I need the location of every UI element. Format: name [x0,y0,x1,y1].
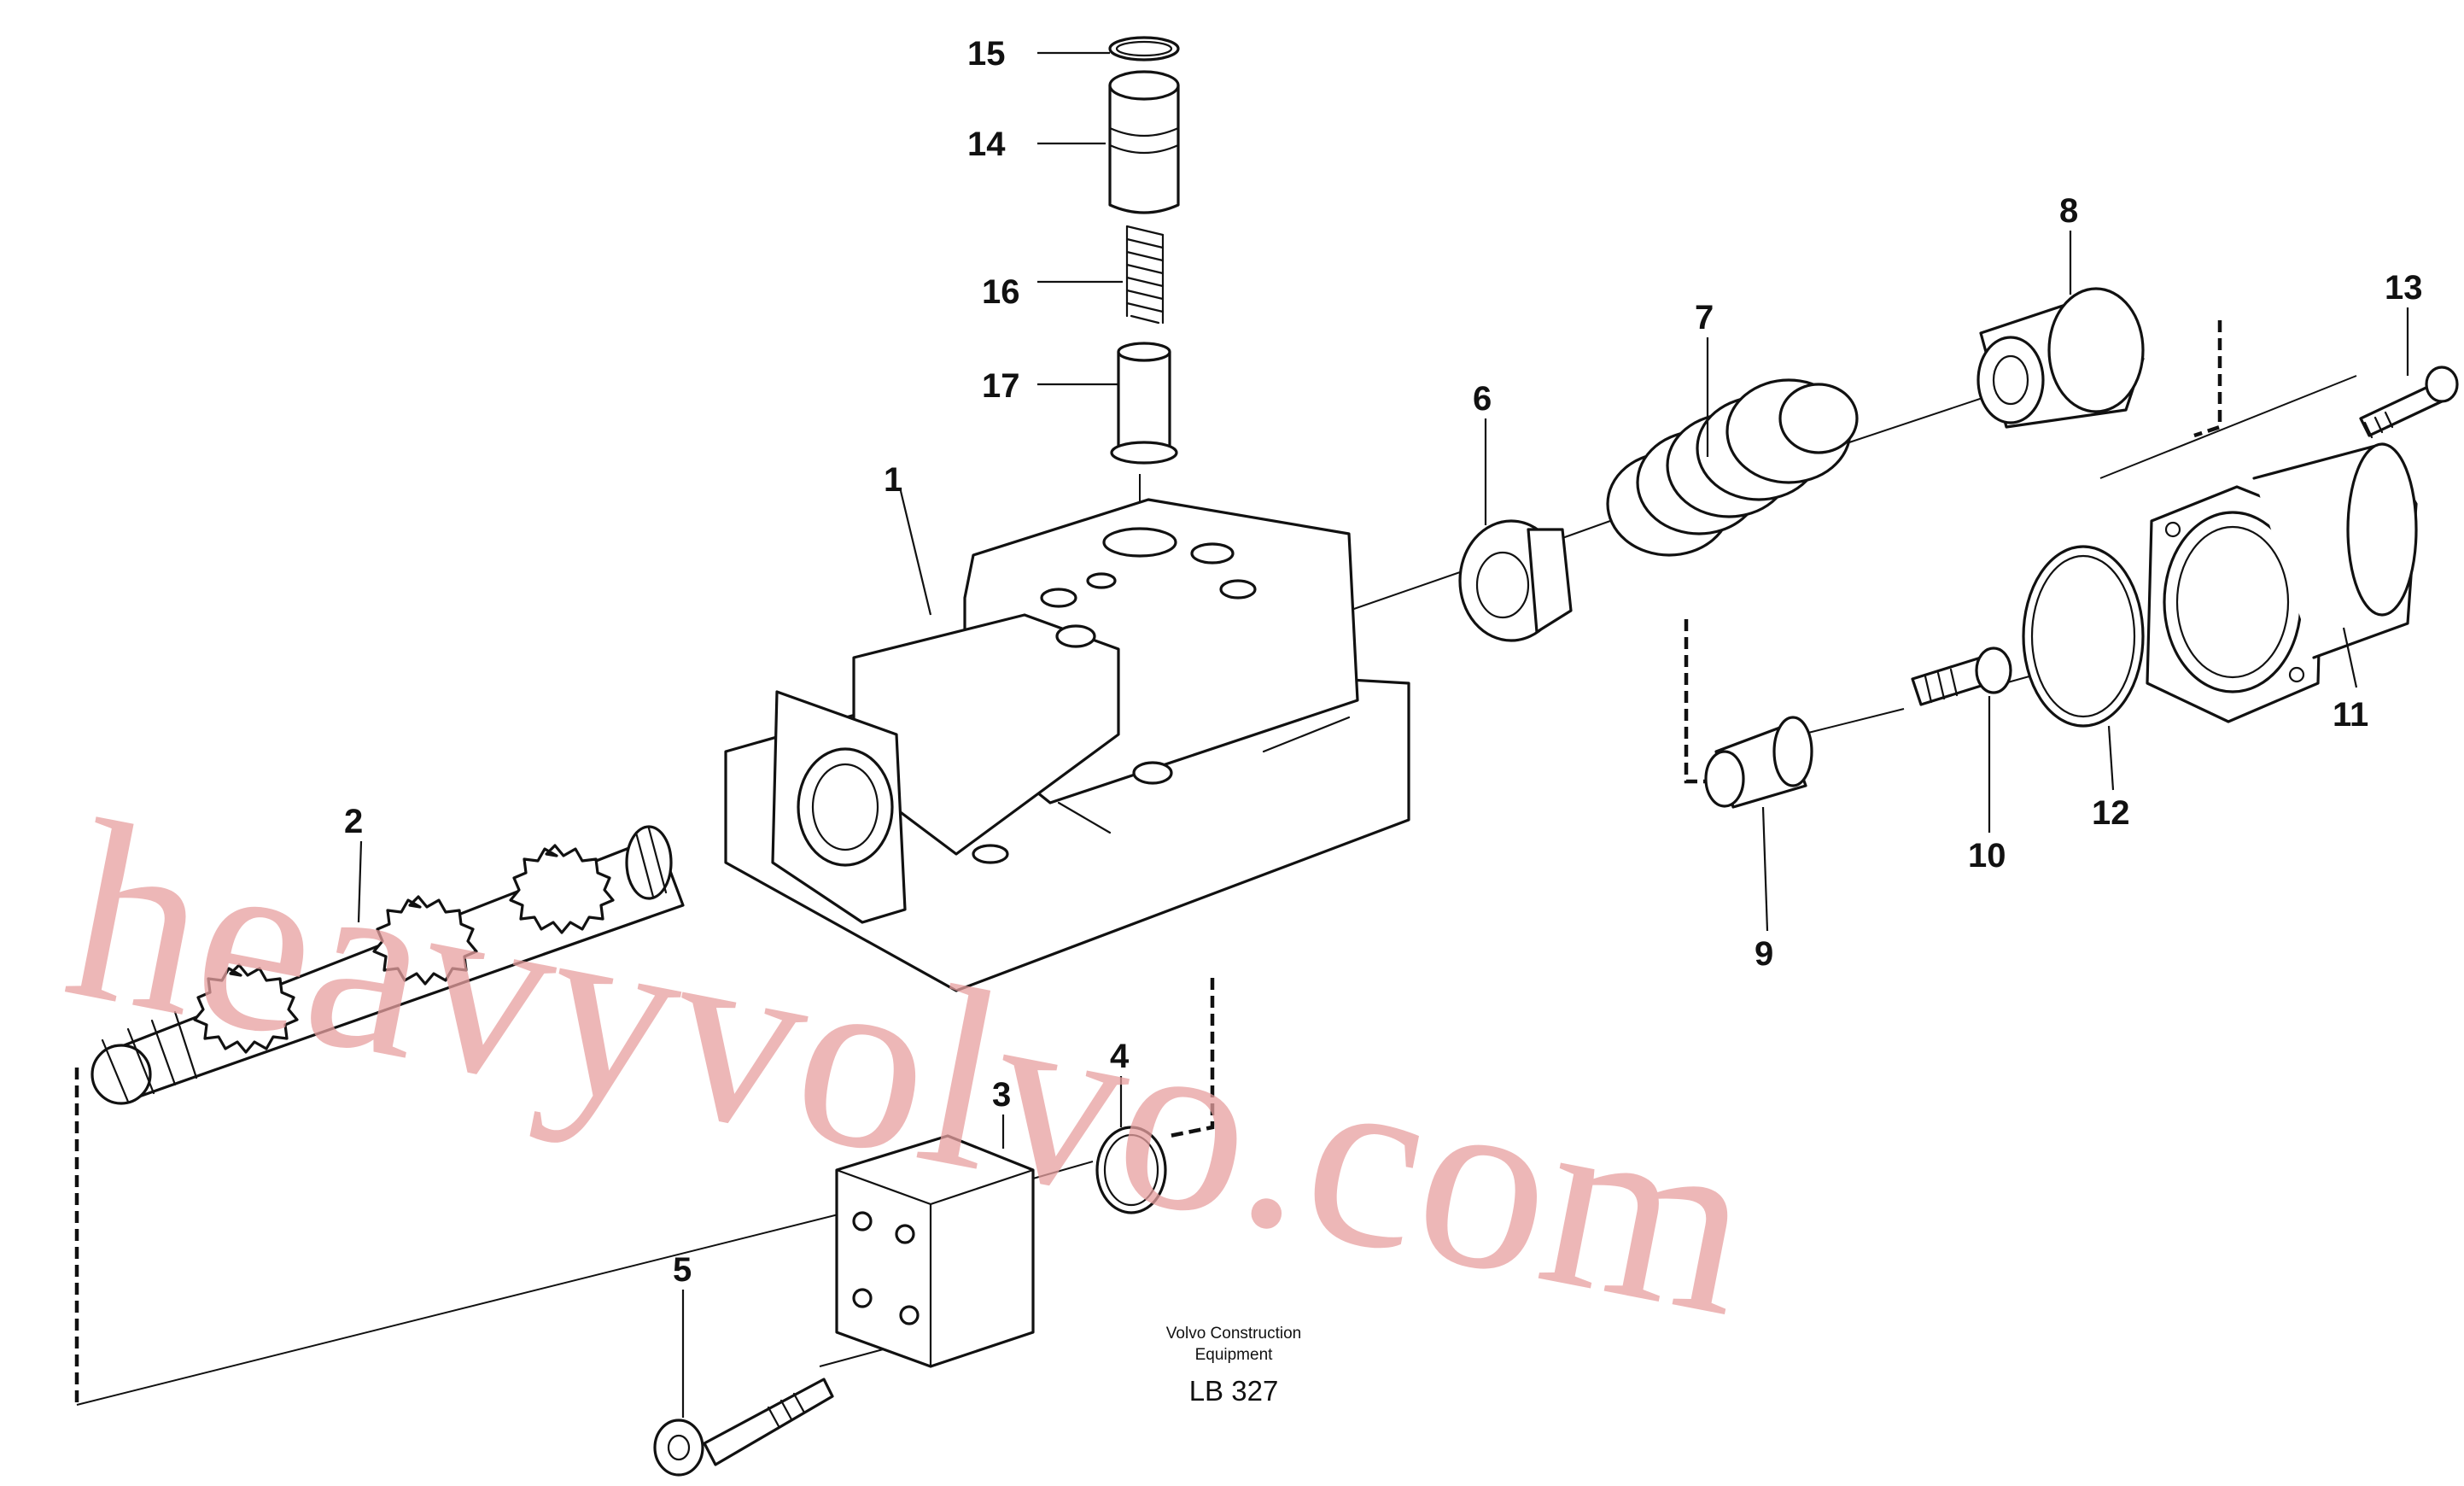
spool [91,825,685,1105]
gasket [2022,545,2145,728]
callout-9: 9 [1755,935,1773,973]
cap-screw [2359,366,2459,439]
callout-14: 14 [967,126,1006,163]
cap-housing [2146,442,2418,723]
small-spring [1125,225,1165,325]
callout-7: 7 [1695,299,1714,336]
callout-5: 5 [673,1251,692,1289]
o-ring-small [1095,1126,1167,1214]
callout-8: 8 [2059,192,2078,230]
callout-13: 13 [2385,269,2423,307]
callout-1: 1 [884,461,902,499]
spring-seat [1458,519,1573,642]
callout-17: 17 [982,367,1020,405]
valve-housing [724,498,1410,992]
callout-6: 6 [1473,380,1492,418]
callout-labels: 1 2 3 4 5 6 7 8 9 10 11 12 13 14 15 16 1… [344,35,2423,1289]
credit-line-1: Volvo Construction [1166,1325,1301,1343]
callout-4: 4 [1110,1038,1130,1075]
leader-lines [357,51,2409,1418]
sleeve [1704,716,1813,809]
callout-11: 11 [2333,696,2368,734]
callout-2: 2 [344,803,363,840]
cover-bolt [653,1378,834,1477]
credit-block: Volvo Construction Equipment LB 327 [1166,1325,1301,1407]
piston [1110,342,1178,465]
o-ring-top [1108,36,1180,61]
plug [1108,70,1180,214]
credit-line-2: Equipment [1195,1346,1274,1364]
callout-16: 16 [982,273,1020,311]
drawing-code: LB 327 [1189,1375,1279,1407]
callout-3: 3 [992,1076,1011,1114]
return-spring [1606,378,1859,557]
spring-retainer [1976,287,2145,429]
end-cover [835,1134,1035,1368]
callout-10: 10 [1968,837,2006,875]
adjusting-screw [1911,646,2012,706]
callout-12: 12 [2092,794,2130,832]
callout-15: 15 [967,35,1006,73]
